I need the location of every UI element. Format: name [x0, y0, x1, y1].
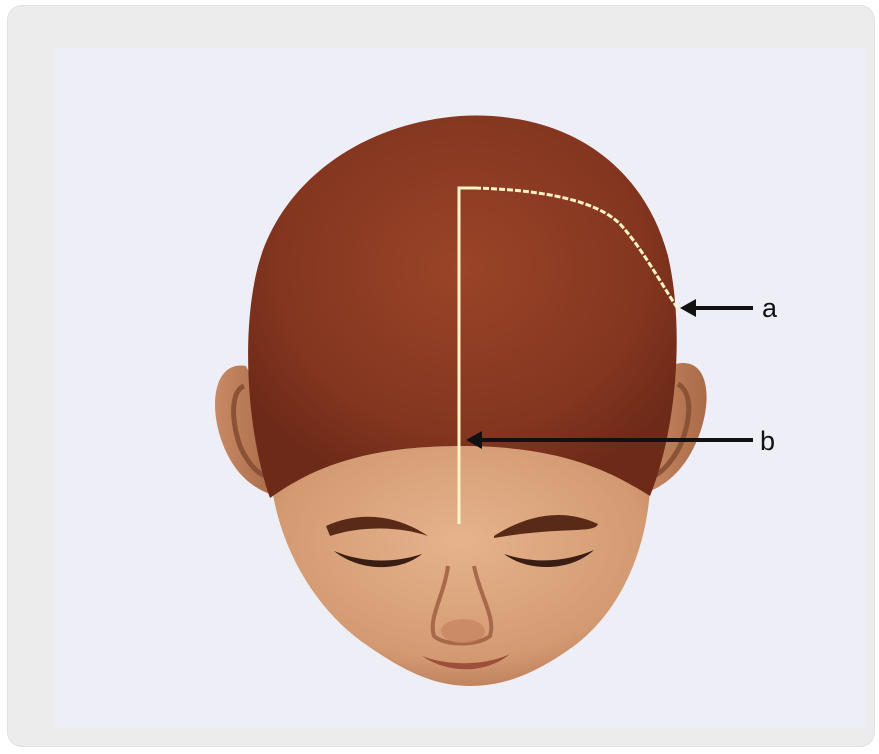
head-illustration: a b — [54, 48, 866, 728]
nose-tip — [441, 619, 485, 643]
label-b: b — [760, 426, 775, 456]
label-a: a — [762, 293, 778, 323]
image-card: a b — [8, 6, 874, 746]
head-diagram: a b — [54, 48, 866, 728]
arrow-a-head — [680, 299, 696, 317]
